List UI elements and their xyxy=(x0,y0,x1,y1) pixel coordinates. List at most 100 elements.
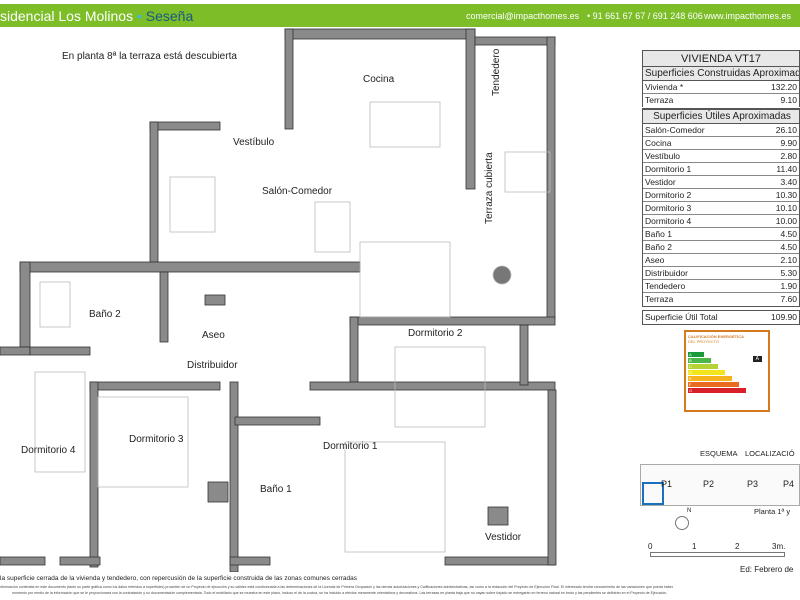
table-row: Vivienda *132.20 xyxy=(643,81,799,94)
phone-text: • 91 661 67 67 / 691 248 606 xyxy=(587,11,703,21)
row-label: Baño 1 xyxy=(645,229,672,239)
room-dormitorio-3: Dormitorio 3 xyxy=(129,434,184,445)
constructed-heading: Superficies Construidas Aproximadas xyxy=(643,67,799,81)
row-value: 2.10 xyxy=(780,255,797,265)
table-row: Dormitorio 3 10.10 xyxy=(643,202,799,215)
row-label: Aseo xyxy=(645,255,665,265)
total-value: 109.90 xyxy=(771,312,797,322)
room-distribuidor: Distribuidor xyxy=(187,360,238,371)
scale-tick: 0 xyxy=(648,542,653,551)
north-compass-icon xyxy=(675,516,689,530)
energy-bar-c: C xyxy=(688,364,718,369)
row-label: Terraza xyxy=(645,294,674,304)
edition-date: Ed: Febrero de xyxy=(740,565,794,574)
row-value: 10.30 xyxy=(775,190,797,200)
scale-tick: 1 xyxy=(692,542,697,551)
total-label: Superficie Útil Total xyxy=(645,312,718,322)
table-row: Distribuidor 5.30 xyxy=(643,267,799,280)
portal-p3: P3 xyxy=(747,479,759,489)
row-label: Baño 2 xyxy=(645,242,672,252)
table-row: Baño 1 4.50 xyxy=(643,228,799,241)
row-label: Dormitorio 1 xyxy=(645,164,692,174)
portal-p1: P1 xyxy=(661,479,673,489)
row-label: Distribuidor xyxy=(645,268,688,278)
city-name: Seseña xyxy=(145,8,194,24)
row-label: Dormitorio 4 xyxy=(645,216,692,226)
title-text: sidencial Los Molinos xyxy=(0,8,134,24)
energy-subtitle: DEL PROYECTO xyxy=(688,339,720,344)
table-row: Terraza 9.10 xyxy=(643,94,799,107)
table-row: Dormitorio 4 10.00 xyxy=(643,215,799,228)
table-row: Aseo 2.10 xyxy=(643,254,799,267)
energy-bar-g: G xyxy=(688,388,746,393)
room-bano-1: Baño 1 xyxy=(260,484,292,495)
room-aseo: Aseo xyxy=(202,330,225,341)
scale-tick: 2 xyxy=(735,542,740,551)
row-label: Dormitorio 2 xyxy=(645,190,692,200)
energy-bar-d: D xyxy=(688,370,725,375)
row-value: 132.20 xyxy=(771,82,797,92)
energy-rating: A xyxy=(752,356,762,362)
room-cocina: Cocina xyxy=(363,74,395,85)
room-bano-2: Baño 2 xyxy=(89,309,121,320)
table-row: Cocina 9.90 xyxy=(643,137,799,150)
energy-bar-f: F xyxy=(688,382,739,387)
energy-bar-e: E xyxy=(688,376,732,381)
row-label: Terraza xyxy=(645,95,674,105)
table-row: Dormitorio 1 11.40 xyxy=(643,163,799,176)
table-row: Terraza 7.60 xyxy=(643,293,799,306)
row-label: Vestidor xyxy=(645,177,676,187)
plant-label: Planta 1ª y xyxy=(754,507,791,516)
row-value: 4.50 xyxy=(780,229,797,239)
energy-bar-a: A xyxy=(688,352,704,357)
building-schema: P1 P2 P3 P4 xyxy=(640,464,800,506)
room-terraza-cubierta: Terraza cubierta xyxy=(484,152,495,224)
row-value: 26.10 xyxy=(775,125,797,135)
unit-highlight xyxy=(642,482,664,505)
footer-disclaimer-2: momento por medio de la información que … xyxy=(12,591,668,595)
row-value: 1.90 xyxy=(780,281,797,291)
row-label: Dormitorio 3 xyxy=(645,203,692,213)
scale-tick: 3m. xyxy=(772,542,786,551)
room-tendedero: Tendedero xyxy=(491,48,502,96)
room-dormitorio-2: Dormitorio 2 xyxy=(408,328,463,339)
row-value: 3.40 xyxy=(780,177,797,187)
footer-disclaimer-1: nformación contenida en este documento (… xyxy=(0,585,674,589)
project-title: sidencial Los Molinos • Seseña xyxy=(0,8,193,24)
row-value: 5.30 xyxy=(780,268,797,278)
header-bar: sidencial Los Molinos • Seseña comercial… xyxy=(0,4,800,27)
email-link[interactable]: comercial@impacthomes.es xyxy=(466,11,580,21)
portal-p4: P4 xyxy=(783,479,795,489)
table-row: Tendedero 1.90 xyxy=(643,280,799,293)
unit-title: VIVIENDA VT17 xyxy=(643,51,799,67)
row-value: 9.10 xyxy=(780,95,797,105)
location-heading: LOCALIZACIÓ xyxy=(745,449,795,458)
total-row: Superficie Útil Total 109.90 xyxy=(643,311,799,324)
table-row: Vestidor 3.40 xyxy=(643,176,799,189)
portal-p2: P2 xyxy=(703,479,715,489)
energy-title: CALIFICACIÓN ENERGÉTICA xyxy=(688,334,744,339)
row-label: Cocina xyxy=(645,138,672,148)
room-vestibulo: Vestíbulo xyxy=(233,137,275,148)
row-value: 11.40 xyxy=(776,164,797,174)
row-value: 9.90 xyxy=(780,138,797,148)
row-label: Tendedero xyxy=(645,281,686,291)
row-label: Vestíbulo xyxy=(645,151,680,161)
row-value: 4.50 xyxy=(780,242,797,252)
furniture xyxy=(34,101,551,553)
room-salon-comedor: Salón-Comedor xyxy=(262,186,333,197)
useful-heading: Superficies Útiles Aproximadas xyxy=(643,110,799,124)
room-vestidor: Vestidor xyxy=(485,532,522,543)
energy-bar-b: B xyxy=(688,358,711,363)
row-value: 10.00 xyxy=(775,216,797,226)
room-dormitorio-4: Dormitorio 4 xyxy=(21,445,76,456)
table-row: Baño 2 4.50 xyxy=(643,241,799,254)
title-bullet: • xyxy=(136,8,142,24)
row-value: 7.60 xyxy=(780,294,797,304)
surface-table: VIVIENDA VT17 Superficies Construidas Ap… xyxy=(642,50,800,328)
web-link[interactable]: www.impacthomes.es xyxy=(704,11,792,21)
row-value: 10.10 xyxy=(775,203,797,213)
